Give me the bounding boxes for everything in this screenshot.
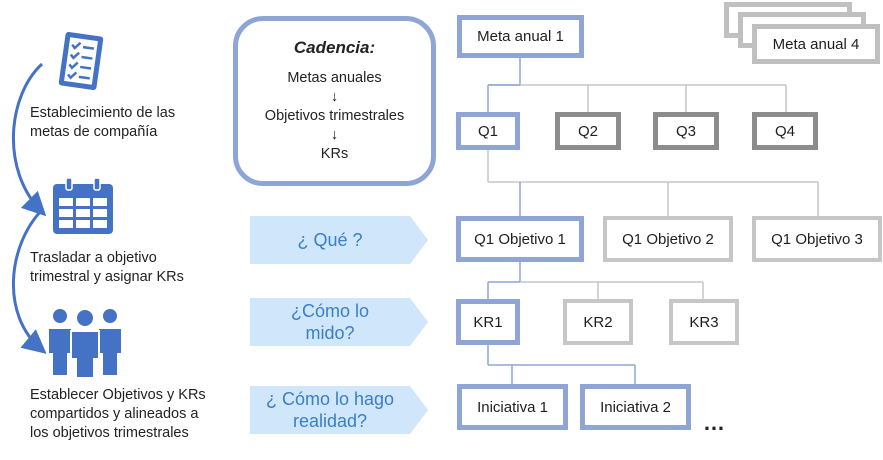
flow-arrows xyxy=(12,62,47,354)
more-ellipsis: … xyxy=(703,410,726,435)
goal-node-1: Meta anual 1 xyxy=(457,15,584,58)
arrow-down-icon: ↓ xyxy=(330,89,339,105)
checklist-icon xyxy=(58,32,104,90)
arrow-down-icon: ↓ xyxy=(330,127,339,143)
chevron-shape xyxy=(250,298,428,346)
chevron-shape xyxy=(250,216,428,264)
initiative-node-2: Iniciativa 2 xyxy=(580,384,691,430)
initiative-node-1: Iniciativa 1 xyxy=(457,384,568,430)
cadence-panel: Cadencia: Metas anuales ↓ Objetivos trim… xyxy=(233,16,436,186)
quarter-node-q1: Q1 xyxy=(456,112,520,150)
goal-node-4: Meta anual 4 xyxy=(752,24,880,64)
chevron-shape xyxy=(250,386,428,434)
cadence-level-annual: Metas anuales xyxy=(287,70,382,86)
question-what-label: ¿ Qué ? xyxy=(297,230,363,250)
quarter-node-q2: Q2 xyxy=(555,112,621,150)
objective-node-3: Q1 Objetivo 3 xyxy=(752,216,882,262)
people-group-icon xyxy=(47,307,123,378)
calendar-icon xyxy=(53,177,113,234)
cadence-level-quarterly: Objetivos trimestrales xyxy=(264,108,405,124)
objective-node-1: Q1 Objetivo 1 xyxy=(456,216,584,262)
question-what: ¿ Qué ? xyxy=(250,216,428,264)
cadence-title: Cadencia: xyxy=(293,38,376,57)
objective-node-2: Q1 Objetivo 2 xyxy=(603,216,733,262)
quarter-node-q4: Q4 xyxy=(752,112,818,150)
kr-node-1: KR1 xyxy=(456,299,520,345)
cadence-level-krs: KRs xyxy=(320,146,349,162)
kr-node-2: KR2 xyxy=(563,299,633,345)
kr-node-3: KR3 xyxy=(669,299,739,345)
quarter-node-q3: Q3 xyxy=(653,112,719,150)
